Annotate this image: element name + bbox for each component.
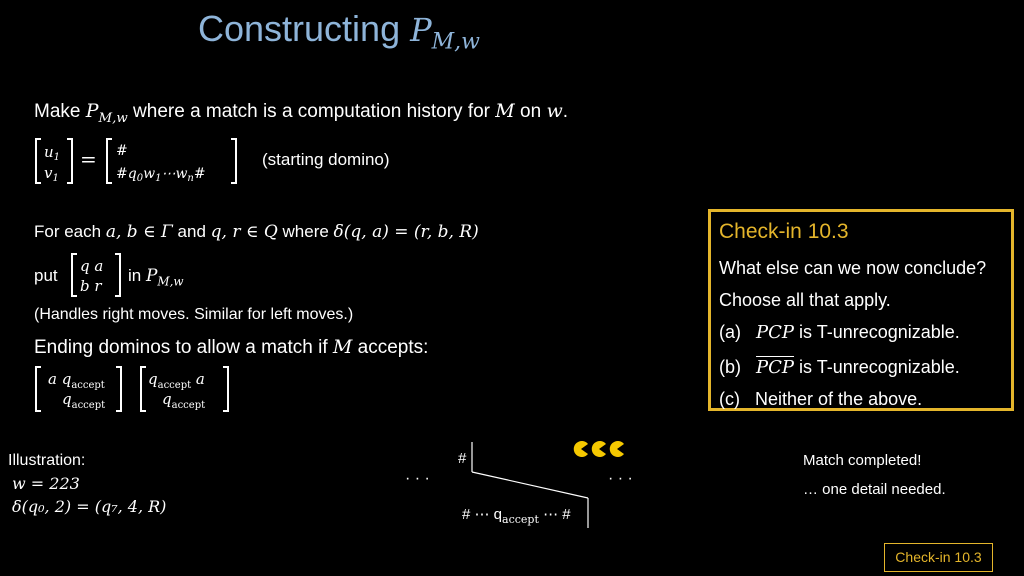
figure-top-hash: # bbox=[458, 450, 467, 467]
slide-title: Constructing PM,w bbox=[198, 8, 480, 54]
title-text: Constructing bbox=[198, 8, 411, 49]
starting-domino-figure: u1 v1 = # #q0w1⋯wn# bbox=[35, 138, 237, 184]
illustration-w: w = 223 bbox=[12, 474, 80, 493]
svg-text:=: = bbox=[80, 147, 97, 171]
transition-domino: q a b r bbox=[71, 253, 121, 297]
checkin-header: Check-in 10.3 bbox=[719, 220, 849, 243]
checkin-instruction: Choose all that apply. bbox=[719, 290, 891, 310]
pacman-icons bbox=[573, 441, 624, 457]
intro-line: Make PM,w where a match is a computation… bbox=[34, 100, 568, 126]
put-label: put bbox=[34, 266, 58, 285]
starting-domino-note: (starting domino) bbox=[262, 150, 390, 169]
svg-text:v1: v1 bbox=[44, 164, 59, 184]
svg-text:qaccept a: qaccept a bbox=[148, 370, 205, 391]
svg-text:a qaccept: a qaccept bbox=[48, 370, 105, 391]
svg-text:#q0w1⋯wn#: #q0w1⋯wn# bbox=[116, 166, 206, 184]
checkin-box: Check-in 10.3 What else can we now concl… bbox=[708, 209, 1014, 411]
checkin-footer-tag[interactable]: Check-in 10.3 bbox=[884, 543, 993, 572]
match-completed: Match completed! bbox=[803, 452, 922, 469]
match-figure-lines bbox=[471, 442, 589, 528]
checkin-question: What else can we now conclude? bbox=[719, 258, 987, 278]
pacman-icon-1 bbox=[573, 441, 588, 457]
title-math: PM,w bbox=[410, 11, 480, 55]
checkin-option-a[interactable]: (a) PCP is T-unrecognizable. bbox=[719, 322, 960, 343]
svg-text:u1: u1 bbox=[44, 143, 60, 163]
svg-text:qaccept: qaccept bbox=[62, 390, 105, 411]
svg-text:b r: b r bbox=[80, 277, 102, 295]
dots-right: · · · bbox=[608, 470, 633, 487]
checkin-option-c[interactable]: (c) Neither of the above. bbox=[719, 389, 923, 409]
figure-bottom: # ⋯ qaccept ⋯ # bbox=[462, 506, 571, 526]
foreach-line: For each a, b ∈ Γ and q, r ∈ Q where δ(q… bbox=[34, 222, 479, 242]
pacman-icon-3 bbox=[609, 441, 624, 457]
checkin-option-b[interactable]: (b) PCP is T-unrecognizable. bbox=[719, 357, 960, 378]
svg-text:#: # bbox=[116, 143, 128, 159]
svg-text:q a: q a bbox=[80, 257, 103, 275]
put-target: in PM,w bbox=[128, 266, 184, 289]
illustration-delta: δ(q₀, 2) = (q₇, 4, R) bbox=[12, 497, 167, 516]
match-detail: … one detail needed. bbox=[803, 481, 946, 498]
dots-left: · · · bbox=[405, 470, 430, 487]
pacman-icon-2 bbox=[591, 441, 606, 457]
ending-line: Ending dominos to allow a match if M acc… bbox=[34, 336, 429, 358]
illustration-label: Illustration: bbox=[8, 452, 86, 469]
svg-text:qaccept: qaccept bbox=[162, 390, 205, 411]
handles-note: (Handles right moves. Similar for left m… bbox=[34, 306, 354, 323]
ending-dominos: a qaccept qaccept qaccept a qaccept bbox=[35, 366, 229, 412]
starting-domino: u1 v1 = # #q0w1⋯wn# bbox=[34, 137, 244, 190]
